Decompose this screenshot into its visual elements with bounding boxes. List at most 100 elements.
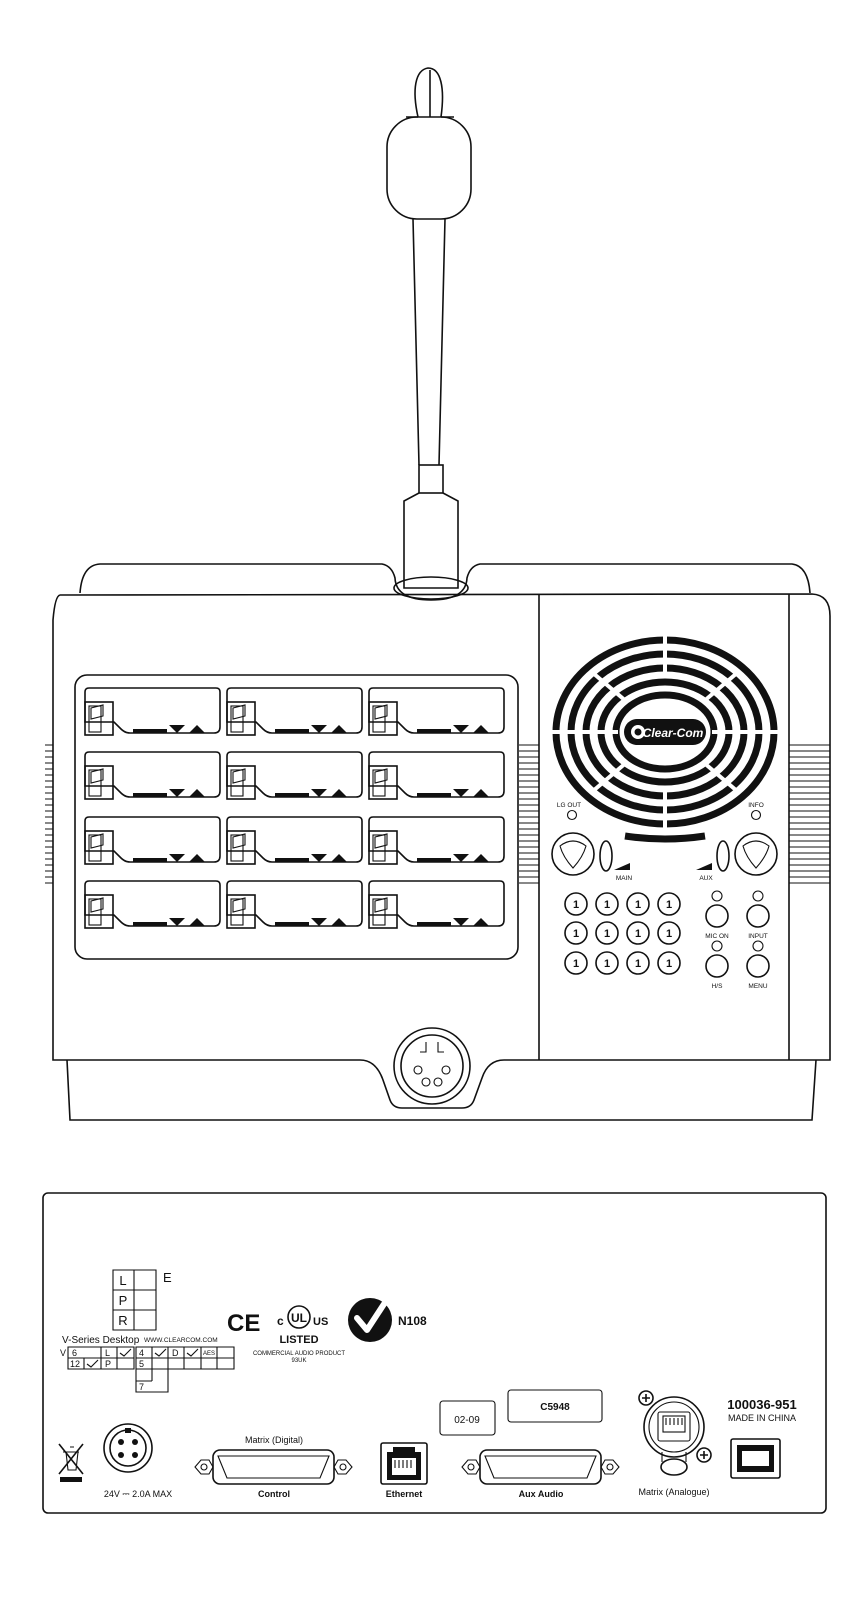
talk-key-module[interactable]	[84, 751, 221, 800]
config-d: D	[172, 1348, 179, 1358]
keypad-key[interactable]: 1	[626, 921, 650, 945]
keypad-key-digit: 1	[604, 899, 610, 911]
hs-label: H/S	[712, 983, 724, 990]
keypad-key[interactable]: 1	[657, 892, 681, 916]
keypad-key-digit: 1	[635, 899, 641, 911]
volume-down-icon	[311, 789, 327, 797]
talk-key-module[interactable]	[368, 751, 505, 800]
lever-key[interactable]	[84, 765, 114, 800]
power-rating-label: 24V ⎓ 2.0A MAX	[104, 1489, 172, 1499]
dc-power-connector[interactable]	[103, 1423, 153, 1473]
config-12: 12	[70, 1359, 80, 1369]
svg-text:c: c	[277, 1314, 284, 1328]
keypad-key-digit: 1	[635, 928, 641, 940]
volume-up-icon	[189, 789, 205, 797]
volume-down-icon	[453, 725, 469, 733]
lever-key[interactable]	[226, 765, 256, 800]
volume-down-icon	[169, 789, 185, 797]
lever-key[interactable]	[226, 894, 256, 929]
lever-key[interactable]	[84, 830, 114, 865]
volume-up-icon	[189, 725, 205, 733]
svg-text:COMMERCIAL AUDIO PRODUCT: COMMERCIAL AUDIO PRODUCT	[253, 1351, 345, 1357]
keypad-key[interactable]: 1	[564, 921, 588, 945]
talk-key-grid	[84, 687, 505, 929]
config-5: 5	[139, 1359, 144, 1369]
svg-text:C5948: C5948	[540, 1402, 570, 1413]
keypad-key-digit: 1	[604, 958, 610, 970]
talk-key-module[interactable]	[368, 880, 505, 929]
svg-text:93UK: 93UK	[291, 1358, 306, 1364]
keypad-key[interactable]: 1	[595, 892, 619, 916]
matrix-analogue-port[interactable]	[638, 1390, 712, 1476]
volume-down-icon	[169, 918, 185, 926]
ethernet-label: Ethernet	[386, 1489, 423, 1499]
input-button[interactable]	[746, 904, 770, 928]
svg-text:N108: N108	[398, 1314, 427, 1328]
svg-text:100036-951: 100036-951	[727, 1397, 796, 1412]
lpr-suffix: E	[163, 1270, 172, 1285]
aux-audio-label: Aux Audio	[519, 1489, 564, 1499]
lever-key[interactable]	[368, 894, 398, 929]
ethernet-port[interactable]	[380, 1442, 428, 1485]
talk-key-module[interactable]	[226, 880, 363, 929]
keypad-key[interactable]: 1	[564, 951, 588, 975]
volume-down-icon	[311, 854, 327, 862]
keypad-key-digit: 1	[635, 958, 641, 970]
model-config-table: V-Series Desktop WWW.CLEARCOM.COM V 6 12…	[60, 1335, 235, 1393]
keypad-key[interactable]: 1	[595, 951, 619, 975]
lever-key[interactable]	[368, 765, 398, 800]
mic-on-label: MIC ON	[705, 933, 729, 940]
lever-key[interactable]	[368, 701, 398, 736]
lever-key[interactable]	[226, 701, 256, 736]
lg-out-indicator: LG OUT	[557, 802, 581, 821]
mic-on-button[interactable]	[705, 904, 729, 928]
keypad-key[interactable]: 1	[564, 892, 588, 916]
lever-key[interactable]	[368, 830, 398, 865]
config-p: P	[105, 1359, 111, 1369]
talk-key-module[interactable]	[226, 816, 363, 865]
volume-up-icon	[473, 854, 489, 862]
volume-down-icon	[311, 918, 327, 926]
config-7: 7	[139, 1382, 144, 1392]
keypad-key[interactable]: 1	[657, 951, 681, 975]
model-label: V-Series Desktop	[62, 1335, 140, 1346]
keypad-key[interactable]: 1	[657, 921, 681, 945]
svg-text:MADE IN CHINA: MADE IN CHINA	[728, 1413, 796, 1423]
control-dsub-connector[interactable]	[194, 1449, 353, 1485]
volume-up-icon	[189, 918, 205, 926]
talk-key-module[interactable]	[84, 880, 221, 929]
config-aes: AES	[203, 1351, 215, 1357]
volume-up-icon	[473, 918, 489, 926]
check-icon	[86, 1359, 99, 1368]
hs-button[interactable]	[705, 954, 729, 978]
keypad-key[interactable]: 1	[595, 921, 619, 945]
lever-key[interactable]	[226, 830, 256, 865]
lever-key[interactable]	[84, 701, 114, 736]
c-tick-mark: N108	[348, 1298, 427, 1342]
headset-connector-left[interactable]	[551, 832, 595, 876]
main-volume-control[interactable]: MAIN	[599, 840, 632, 882]
talk-key-module[interactable]	[226, 751, 363, 800]
menu-button[interactable]	[746, 954, 770, 978]
aux-volume-control[interactable]: AUX	[696, 840, 730, 882]
front-xlr-socket[interactable]	[393, 1027, 471, 1105]
talk-key-module[interactable]	[84, 816, 221, 865]
website: WWW.CLEARCOM.COM	[144, 1337, 218, 1344]
ul-listed-mark: UL c US LISTED COMMERCIAL AUDIO PRODUCT …	[253, 1305, 345, 1364]
network-port-right[interactable]	[730, 1438, 781, 1479]
volume-up-icon	[331, 918, 347, 926]
talk-key-module[interactable]	[226, 687, 363, 736]
talk-key-module[interactable]	[368, 816, 505, 865]
lever-key[interactable]	[84, 894, 114, 929]
keypad-key[interactable]: 1	[626, 951, 650, 975]
headset-connector-right[interactable]	[734, 832, 778, 876]
info-indicator: INFO	[748, 802, 764, 821]
front-panel: Clear-Com LG OUT INFO MAIN AUX	[45, 67, 831, 1121]
volume-down-icon	[453, 789, 469, 797]
aux-audio-dsub-connector[interactable]	[461, 1449, 620, 1485]
talk-key-module[interactable]	[368, 687, 505, 736]
keypad-key[interactable]: 1	[626, 892, 650, 916]
talk-key-module[interactable]	[84, 687, 221, 736]
part-number-label: 100036-951 MADE IN CHINA	[727, 1397, 796, 1423]
